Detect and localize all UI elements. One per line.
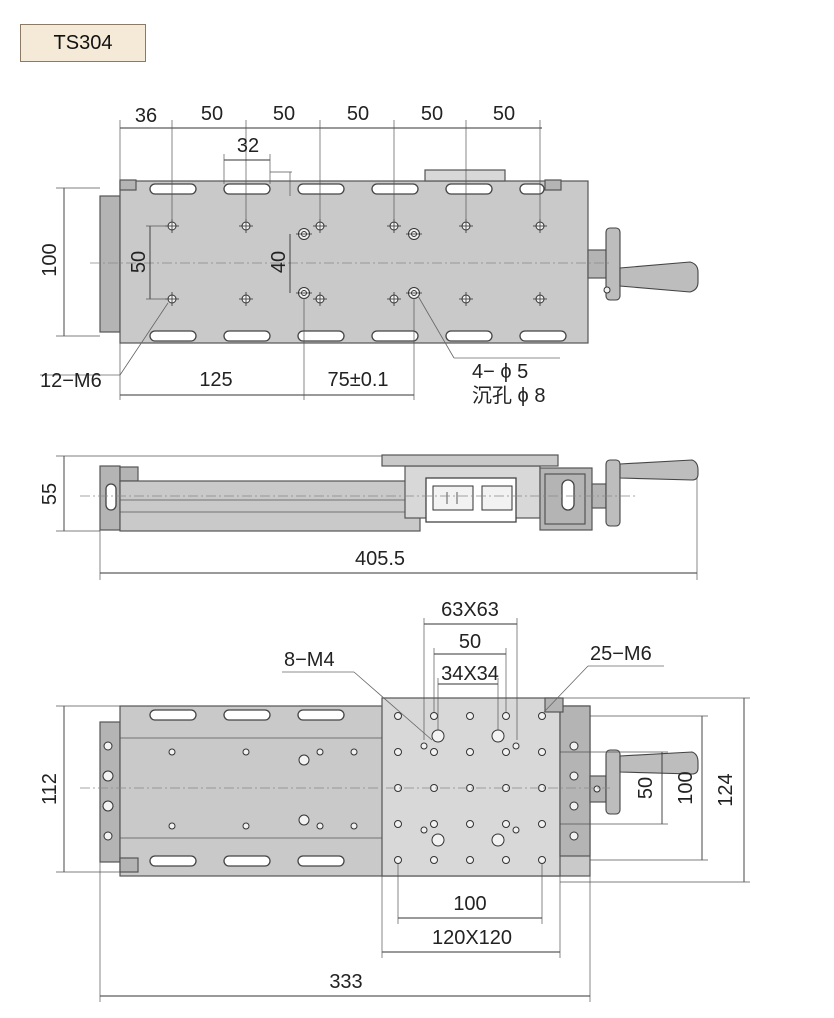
dim-100-right: 100 [675, 771, 697, 804]
dim-50-rows: 50 [128, 251, 150, 273]
top-handle-grip [619, 261, 699, 293]
label-cbore-phi8: 沉孔 ϕ 8 [472, 384, 545, 407]
bottom-m4-holes [420, 729, 520, 847]
dim-32: 32 [237, 135, 259, 157]
dim-55: 55 [39, 483, 61, 505]
dim-50-e: 50 [493, 103, 515, 125]
dim-75: 75±0.1 [327, 369, 388, 391]
dim-125: 125 [199, 369, 232, 391]
label-12-m6: 12−M6 [40, 370, 102, 392]
dim-120x120: 120X120 [432, 927, 512, 949]
dim-333: 333 [329, 971, 362, 993]
label-25-m6: 25−M6 [590, 643, 652, 665]
dim-40: 40 [268, 251, 290, 273]
top-base-plate [119, 180, 589, 344]
side-view: 55 405.5 [39, 454, 699, 580]
top-view: 36 50 50 50 50 50 32 100 50 40 12−M6 4− … [39, 103, 699, 407]
dim-50-c: 50 [347, 103, 369, 125]
dim-112: 112 [39, 773, 61, 805]
bottom-slots-upper [149, 709, 345, 721]
top-handwheel [605, 227, 621, 301]
label-4-phi5: 4− ϕ 5 [472, 361, 528, 383]
dim-63x63: 63X63 [441, 599, 499, 621]
dim-50-b: 50 [273, 103, 295, 125]
model-label: TS304 [20, 24, 146, 62]
top-end-block [99, 195, 121, 333]
side-handwheel [605, 459, 621, 527]
side-handle-grip [619, 459, 699, 481]
top-counterbore-holes [296, 228, 422, 299]
top-slots-lower [149, 330, 567, 342]
dim-405-5: 405.5 [355, 548, 405, 570]
bottom-view: 63X63 50 34X34 8−M4 25−M6 112 50 100 124 [39, 599, 750, 1002]
side-base [119, 480, 421, 532]
dim-50-a: 50 [201, 103, 223, 125]
dim-124: 124 [715, 773, 737, 806]
bottom-slots-lower [149, 855, 345, 867]
side-top-table [381, 454, 559, 467]
top-slots-upper [149, 183, 545, 195]
bottom-handwheel [605, 749, 621, 815]
dim-50-top: 50 [459, 631, 481, 653]
bottom-handle-grip [619, 751, 699, 775]
dim-36: 36 [135, 105, 157, 127]
dim-100: 100 [39, 243, 61, 276]
label-8-m4: 8−M4 [284, 649, 335, 671]
dim-50-right: 50 [635, 777, 657, 799]
dim-34x34: 34X34 [441, 663, 499, 685]
top-knob-collar [587, 249, 609, 279]
bottom-m6-grid [394, 712, 546, 864]
top-rear-tab [424, 169, 506, 182]
dim-100-bottom: 100 [453, 893, 486, 915]
dim-50-d: 50 [421, 103, 443, 125]
